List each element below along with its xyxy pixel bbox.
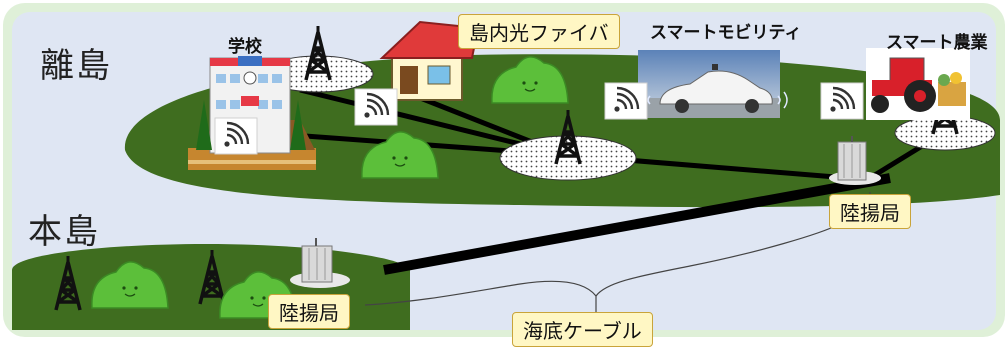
submarine-cable [383,173,891,275]
tractor-icon [866,48,970,120]
wifi-icon [603,81,649,121]
callout-island-fiber: 島内光ファイバ [458,14,620,49]
wifi-icon [353,87,399,127]
diagram-canvas [3,3,1005,337]
coverage-area [894,115,996,151]
region-label-remote-island: 離島 [40,46,112,86]
label-smart-mobility: スマートモビリティ [650,23,802,43]
wifi-icon [819,81,865,121]
callout-landing-station-main: 陸揚局 [268,294,350,329]
office-building-icon [290,238,350,288]
diagram-stage: 離島 本島 学校 スマートモビリティ スマート農業 島内光ファイバ 陸揚局 陸揚… [3,3,1005,347]
self-driving-car-icon [638,50,788,118]
label-school: 学校 [228,37,262,57]
callout-landing-station-remote: 陸揚局 [829,194,911,229]
office-building-icon [829,136,881,185]
house-icon [379,20,480,101]
wifi-icon [213,116,259,156]
region-label-main-island: 本島 [28,212,100,252]
remote-island [124,54,1000,208]
callout-submarine-cable: 海底ケーブル [512,312,653,347]
label-smart-agriculture: スマート農業 [886,33,988,53]
